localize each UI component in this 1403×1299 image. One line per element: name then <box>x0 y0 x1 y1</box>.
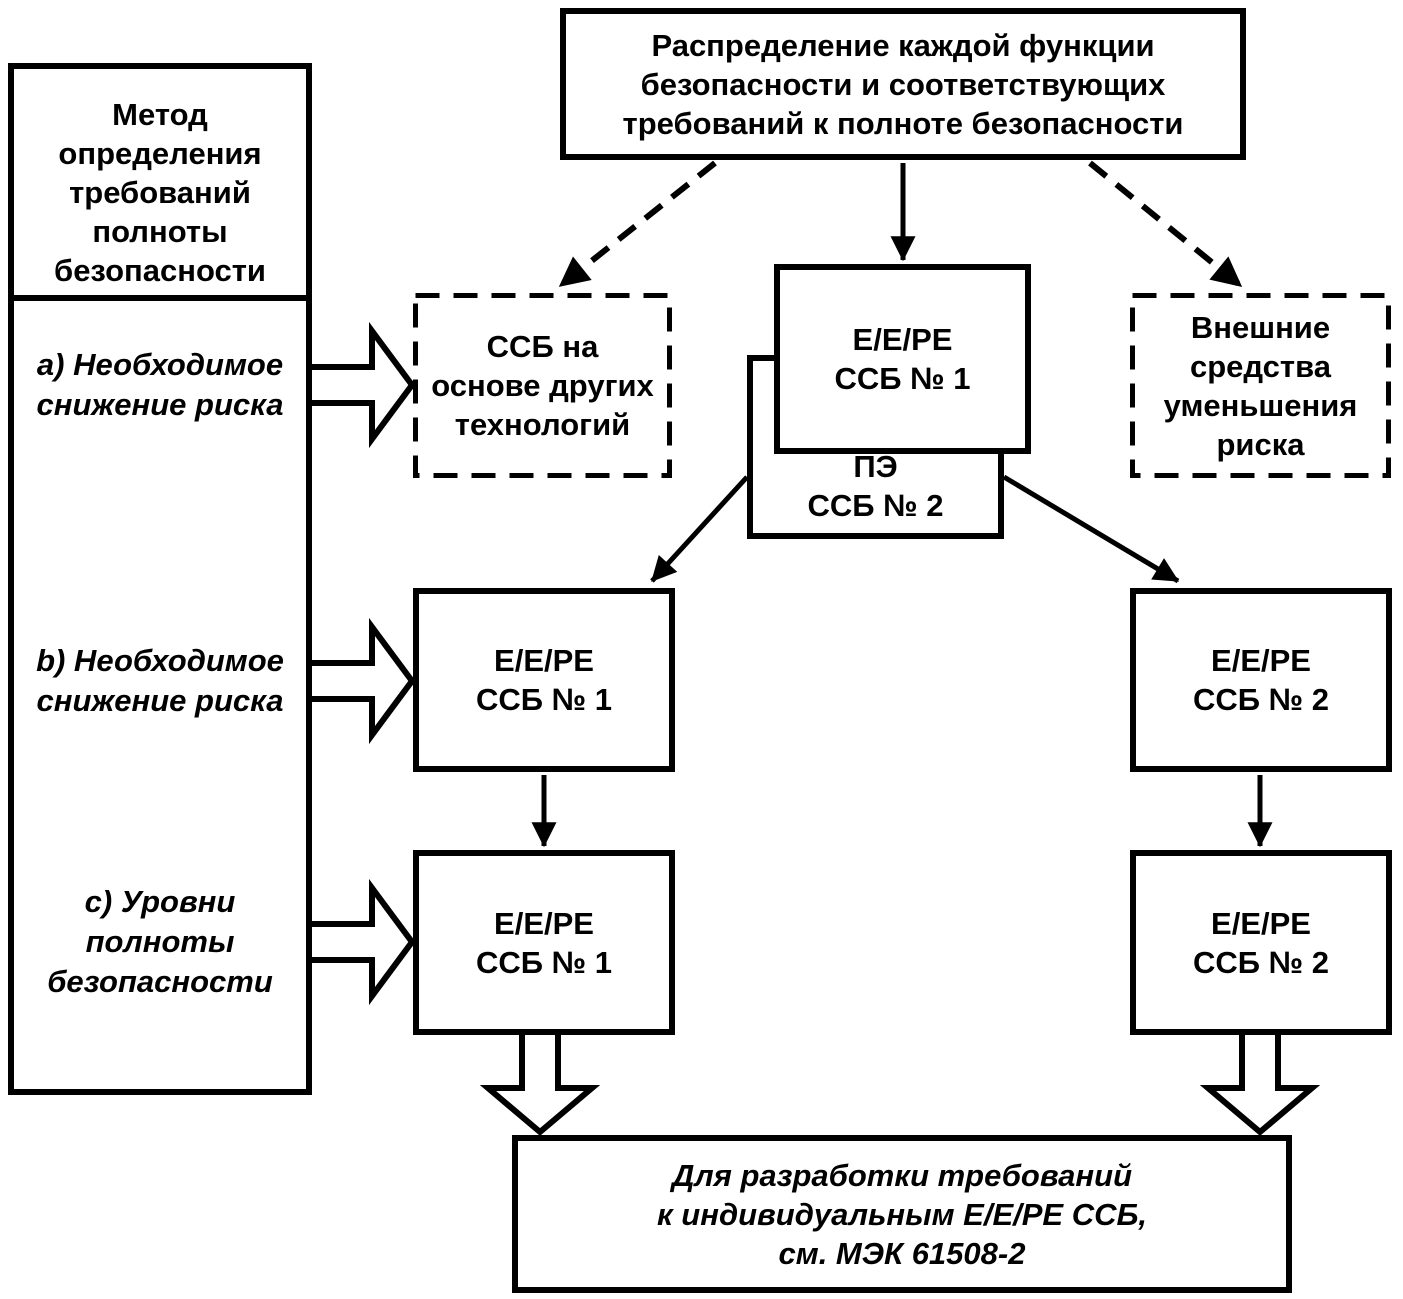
method-item-b: b) Необходимое снижение риска <box>36 643 284 718</box>
risk-reduction-left-box: Е/Е/РЕ ССБ № 1 <box>413 588 675 772</box>
arrow-top-to-other-tech <box>558 160 717 289</box>
method-item-c: c) Уровни полноты безопасности <box>47 884 273 999</box>
method-panel-divider <box>14 295 306 301</box>
other-tech-box: ССБ на основе других технологий <box>431 329 654 442</box>
external-box-outline <box>1130 293 1391 478</box>
block-arrow-left-to-bottom <box>479 1033 601 1136</box>
arrow-top-to-external <box>1088 160 1243 289</box>
eepe-srs1-box: Е/Е/РЕ ССБ № 1 <box>774 264 1031 454</box>
external-box: Внешние средства уменьшения риска <box>1163 309 1358 462</box>
arrow-pe-srs2-to-right <box>1002 474 1180 584</box>
method-panel-title: Метод определения требований полноты без… <box>54 97 266 288</box>
risk-reduction-right-box: Е/Е/РЕ ССБ № 2 <box>1130 588 1392 772</box>
block-arrow-b <box>306 617 416 745</box>
block-arrow-a <box>306 321 416 449</box>
top-allocation-box: Распределение каждой функции безопасност… <box>560 8 1246 160</box>
bottom-development-box: Для разработки требований к индивидуальн… <box>512 1135 1292 1293</box>
sil-right-box: Е/Е/РЕ ССБ № 2 <box>1130 850 1392 1035</box>
block-arrow-right-to-bottom <box>1199 1033 1321 1136</box>
arrow-pe-srs2-to-left <box>650 475 749 583</box>
other-tech-box-outline <box>413 293 672 478</box>
method-panel: Метод определения требований полноты без… <box>8 63 312 1095</box>
method-item-a: a) Необходимое снижение риска <box>36 347 284 422</box>
sil-left-box: Е/Е/РЕ ССБ № 1 <box>413 850 675 1035</box>
block-arrow-c <box>306 878 416 1006</box>
